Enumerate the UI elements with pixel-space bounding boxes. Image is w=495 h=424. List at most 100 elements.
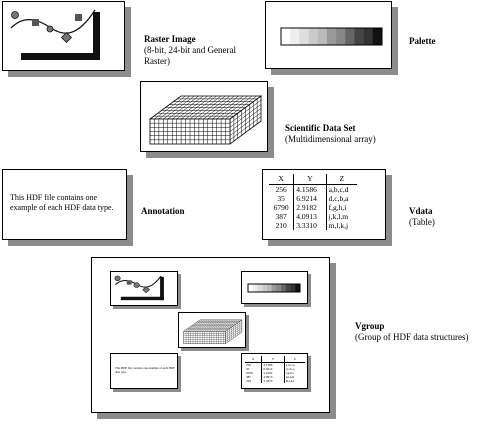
palette-swatch bbox=[308, 28, 319, 45]
sds-panel bbox=[140, 81, 268, 152]
vdata-title: Vdata bbox=[409, 206, 433, 216]
vdata-cell: d,c,b,a bbox=[328, 194, 349, 203]
vdata-cell: 210 bbox=[269, 221, 295, 230]
annotation-text: This HDF file contains one example of ea… bbox=[10, 193, 114, 212]
palette-swatch bbox=[290, 28, 300, 45]
vdata-cell: 3.3310 bbox=[261, 379, 285, 383]
palette-swatch bbox=[262, 284, 268, 292]
palette-swatch bbox=[271, 284, 277, 292]
vdata-cell: 387 bbox=[269, 212, 295, 221]
vdata-cell: d,c,b,a bbox=[285, 367, 295, 371]
vdata-cell: 2.9182 bbox=[293, 203, 327, 212]
raster-image-subtitle: (8-bit, 24-bit and General Raster) bbox=[144, 45, 236, 66]
palette-swatch bbox=[372, 28, 383, 45]
sds-label: Scientific Data Set (Multidimensional ar… bbox=[285, 123, 415, 145]
sds-cube-icon bbox=[148, 95, 263, 145]
vdata-cell: 35 bbox=[269, 194, 295, 203]
palette-title: Palette bbox=[409, 36, 436, 46]
palette-swatch bbox=[281, 28, 291, 45]
vdata-header-x: X bbox=[269, 174, 295, 185]
vdata-cell: f,g,h,i bbox=[328, 203, 347, 212]
palette-swatch-strip bbox=[280, 27, 383, 46]
vgroup-raster-thumb bbox=[110, 271, 178, 306]
vdata-cell: a,b,c,d bbox=[328, 185, 349, 194]
palette-swatch bbox=[281, 284, 287, 292]
palette-swatch bbox=[252, 284, 258, 292]
vdata-cell: 6790 bbox=[269, 203, 295, 212]
vdata-subtitle: (Table) bbox=[409, 217, 435, 227]
palette-swatch bbox=[299, 28, 309, 45]
vdata-cell: 4.0913 bbox=[293, 212, 327, 221]
annotation-title: Annotation bbox=[141, 206, 185, 216]
vgroup-sds-thumb bbox=[178, 312, 246, 348]
vdata-cell: m,l,k,j bbox=[285, 379, 295, 383]
vdata-cell: j,k,l,m bbox=[328, 212, 349, 221]
vdata-cell: 6.9214 bbox=[293, 194, 327, 203]
vdata-header-y: Y bbox=[293, 174, 327, 185]
vgroup-label: Vgroup (Group of HDF data structures) bbox=[355, 321, 495, 343]
vdata-cell: 6790 bbox=[245, 371, 263, 375]
vdata-cell: 387 bbox=[245, 375, 263, 379]
palette-swatch bbox=[257, 284, 263, 292]
raster-image-label: Raster Image (8-bit, 24-bit and General … bbox=[144, 34, 264, 67]
raster-image-panel bbox=[2, 1, 125, 71]
sds-subtitle: (Multidimensional array) bbox=[285, 134, 376, 144]
raster-image-icon bbox=[10, 9, 100, 60]
annotation-label: Annotation bbox=[141, 206, 185, 217]
sds-title: Scientific Data Set bbox=[285, 123, 356, 133]
vgroup-panel: This HDF file contains one example of ea… bbox=[91, 257, 330, 413]
vdata-cell: 210 bbox=[245, 379, 263, 383]
vdata-cell: 256 bbox=[245, 362, 263, 367]
vdata-header-y: Y bbox=[261, 356, 285, 363]
vdata-cell: m,l,k,j bbox=[328, 221, 349, 230]
vdata-cell: j,k,l,m bbox=[285, 375, 295, 379]
palette-swatch bbox=[276, 284, 282, 292]
palette-swatch bbox=[336, 28, 346, 45]
palette-swatch bbox=[345, 28, 355, 45]
palette-swatch bbox=[295, 284, 301, 292]
vdata-cell: 4.1586 bbox=[293, 184, 327, 194]
palette-label: Palette bbox=[409, 36, 435, 47]
vdata-header-z: Z bbox=[326, 174, 357, 185]
palette-panel bbox=[265, 1, 392, 69]
palette-swatch bbox=[285, 284, 291, 292]
vdata-header-x: X bbox=[245, 356, 263, 363]
vdata-cell: 256 bbox=[269, 184, 295, 194]
vgroup-annotation-thumb: This HDF file contains one example of ea… bbox=[110, 353, 178, 389]
vgroup-subtitle: (Group of HDF data structures) bbox=[355, 332, 469, 342]
palette-swatch bbox=[317, 28, 328, 45]
palette-swatch bbox=[326, 28, 337, 45]
vdata-cell: a,b,c,d bbox=[285, 363, 295, 367]
raster-image-title: Raster Image bbox=[144, 34, 196, 44]
palette-swatch bbox=[248, 284, 254, 292]
palette-swatch bbox=[266, 284, 272, 292]
annotation-panel: This HDF file contains one example of ea… bbox=[2, 169, 127, 240]
vgroup-title: Vgroup bbox=[355, 321, 385, 331]
vdata-cell: 3.3310 bbox=[293, 221, 327, 230]
vdata-cell: 6.9214 bbox=[261, 367, 285, 371]
vdata-cell: 35 bbox=[245, 367, 263, 371]
palette-swatch bbox=[363, 28, 374, 45]
vdata-cell: f,g,h,i bbox=[285, 371, 294, 375]
vdata-label: Vdata (Table) bbox=[409, 206, 435, 228]
vdata-cell: 4.0913 bbox=[261, 375, 285, 379]
vdata-cell: 2.9182 bbox=[261, 371, 285, 375]
vdata-header-z: Z bbox=[284, 356, 305, 363]
palette-swatch bbox=[354, 28, 364, 45]
palette-swatch bbox=[290, 284, 296, 292]
vgroup-palette-thumb bbox=[241, 271, 308, 304]
vdata-cell: 4.1586 bbox=[261, 362, 285, 367]
